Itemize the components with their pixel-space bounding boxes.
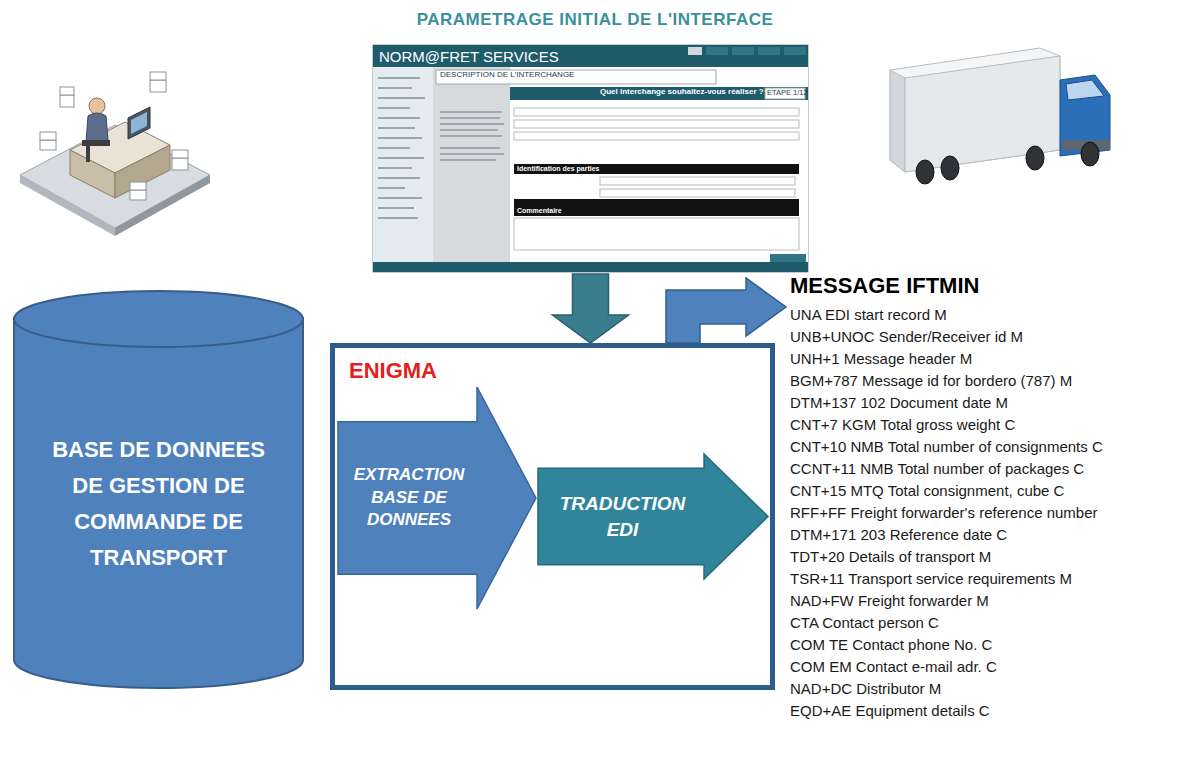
diagram-title: PARAMETRAGE INITIAL DE L'INTERFACE [0, 10, 1190, 30]
segment-line: COM TE Contact phone No. C [790, 634, 1186, 656]
segment-line: COM EM Contact e-mail adr. C [790, 656, 1186, 678]
flow-arrow [666, 278, 786, 343]
block-arrow-shape [537, 453, 769, 580]
segment-line: CNT+15 MTQ Total consignment, cube C [790, 480, 1186, 502]
enigma-box: ENIGMA EXTRACTION BASE DE DONNEES TRADUCTI… [330, 343, 775, 690]
segment-line: CTA Contact person C [790, 612, 1186, 634]
segment-line: UNH+1 Message header M [790, 348, 1186, 370]
node-text: ENIGMA [349, 358, 437, 384]
block-arrow [338, 387, 536, 609]
segment-line: CCNT+11 NMB Total number of packages C [790, 458, 1186, 480]
segment-line: NAD+FW Freight forwarder M [790, 590, 1186, 612]
segment-line: TDT+20 Details of transport M [790, 546, 1186, 568]
node-text: BASE DE DONNEES DE GESTION DE COMMANDE D… [44, 432, 274, 576]
screen-field-text: DESCRIPTION DE L'INTERCHANGE [440, 71, 574, 80]
software-window: NORM@FRET SERVICES [373, 45, 808, 272]
screen-heading: Quel interchange souhaitez-vous réaliser… [600, 88, 764, 97]
message-heading: MESSAGE IFTMIN [790, 272, 1186, 300]
flow-arrow [553, 274, 629, 343]
segment-line: EQD+AE Equipment details C [790, 700, 1186, 722]
segment-line: UNA EDI start record M [790, 304, 1186, 326]
segment-line: RFF+FF Freight forwarder's reference num… [790, 502, 1186, 524]
database-cylinder: BASE DE DONNEES DE GESTION DE COMMANDE D… [12, 290, 305, 690]
office-illustration [20, 72, 210, 236]
extraction-arrow: EXTRACTION BASE DE DONNEES [337, 386, 537, 610]
block-arrow [538, 454, 768, 579]
segment-line: DTM+137 102 Document date M [790, 392, 1186, 414]
truck-illustration [890, 48, 1110, 184]
screen-section: Commentaire [517, 207, 562, 215]
segment-line: CNT+10 NMB Total number of consignments … [790, 436, 1186, 458]
message-list: MESSAGE IFTMIN UNA EDI start record MUNB+… [790, 272, 1186, 722]
node-text: TRADUCTION EDI [545, 491, 700, 542]
screen-section: Identification des parties [517, 165, 599, 173]
segment-line: TSR+11 Transport service requirements M [790, 568, 1186, 590]
software-screenshot [373, 45, 808, 272]
segment-line: BGM+787 Message id for bordero (787) M [790, 370, 1186, 392]
translation-arrow: TRADUCTION EDI [537, 453, 769, 580]
segment-line: DTM+171 203 Reference date C [790, 524, 1186, 546]
segment-line: UNB+UNOC Sender/Receiver id M [790, 326, 1186, 348]
node-text: EXTRACTION BASE DE DONNEES [345, 464, 473, 533]
segment-line: CNT+7 KGM Total gross weight C [790, 414, 1186, 436]
cylinder-body [14, 318, 303, 688]
cylinder-top [14, 291, 303, 347]
segment-line: NAD+DC Distributor M [790, 678, 1186, 700]
screen-step: ETAPE 1/12 [767, 89, 808, 97]
app-name: NORM@FRET SERVICES [379, 48, 559, 65]
